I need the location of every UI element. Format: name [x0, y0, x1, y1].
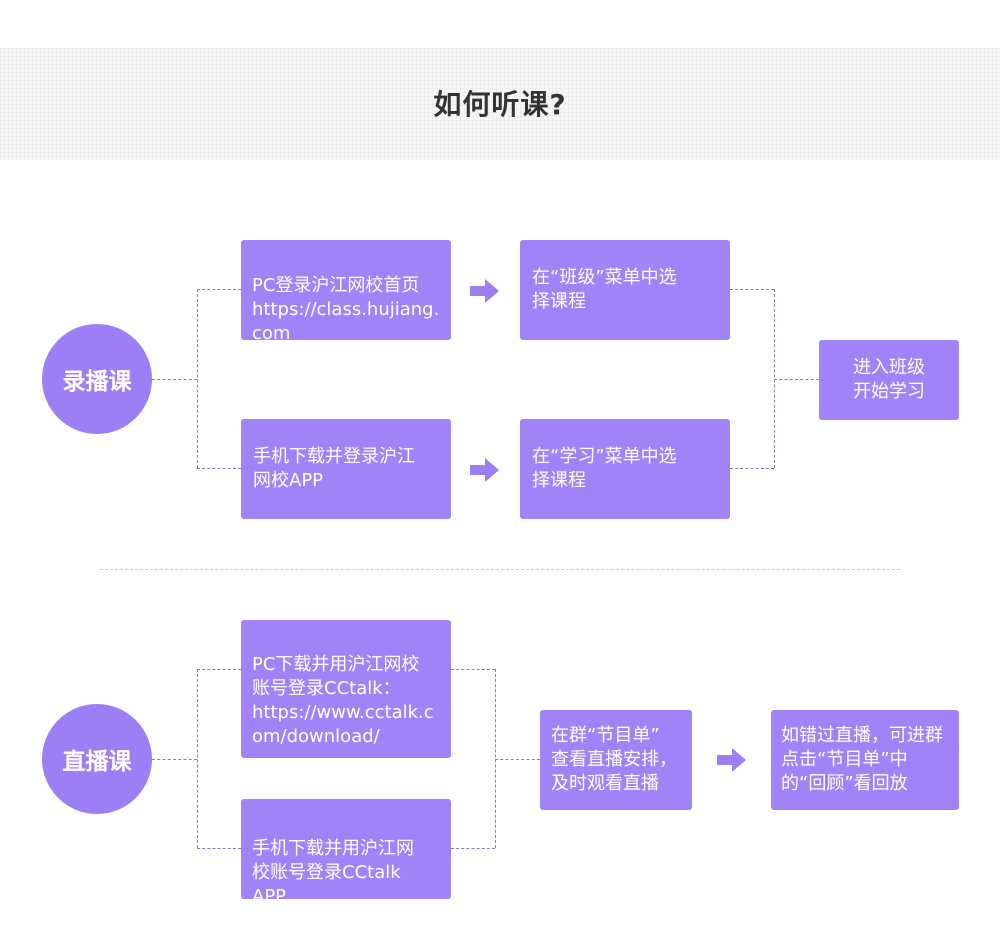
connector-line: [730, 289, 774, 290]
live-pc-download-text: PC下载并用沪江网校 账号登录CCtalk： https://www.cctal…: [252, 654, 434, 747]
page-title: 如何听课?: [433, 88, 567, 121]
live-replay-text: 如错过直播，可进群 点击“节目单”中 的“回顾”看回放: [781, 725, 943, 794]
recorded-mobile-select-text: 在“学习”菜单中选 择课程: [532, 446, 677, 491]
recorded-pc-login-text: PC登录沪江网校首页 https://class.hujiang.com: [252, 275, 440, 344]
connector-line: [774, 379, 819, 380]
connector-line: [495, 759, 540, 760]
recorded-pc-select-step: 在“班级”菜单中选 择课程: [520, 240, 730, 340]
recorded-mobile-login-step: 手机下载并登录沪江 网校APP: [241, 419, 451, 519]
connector-line: [495, 669, 496, 848]
live-schedule-text: 在群“节目单” 查看直播安排， 及时观看直播: [551, 725, 677, 794]
recorded-pc-select-text: 在“班级”菜单中选 择课程: [532, 267, 677, 312]
recorded-pc-login-step: PC登录沪江网校首页 https://class.hujiang.com: [241, 240, 451, 344]
live-mobile-download-text: 手机下载并用沪江网 校账号登录CCtalk APP: [252, 838, 414, 907]
connector-line: [197, 289, 198, 468]
section-divider: [100, 569, 900, 570]
right-arrow-icon: [717, 748, 746, 772]
connector-line: [197, 669, 241, 670]
connector-line: [774, 289, 775, 468]
recorded-result-step: 进入班级 开始学习: [819, 340, 959, 420]
recorded-course-label: 录播课: [62, 369, 132, 395]
recorded-mobile-select-step: 在“学习”菜单中选 择课程: [520, 419, 730, 519]
live-course-node: 直播课: [42, 704, 152, 814]
connector-line: [152, 759, 197, 760]
live-mobile-download-step: 手机下载并用沪江网 校账号登录CCtalk APP: [241, 799, 451, 907]
connector-line: [197, 468, 241, 469]
header-band: [0, 48, 1000, 160]
recorded-mobile-login-text: 手机下载并登录沪江 网校APP: [253, 446, 415, 491]
connector-line: [197, 848, 241, 849]
connector-line: [152, 379, 197, 380]
recorded-course-node: 录播课: [42, 324, 152, 434]
connector-line: [197, 669, 198, 848]
live-schedule-step: 在群“节目单” 查看直播安排， 及时观看直播: [540, 710, 692, 810]
live-pc-download-step: PC下载并用沪江网校 账号登录CCtalk： https://www.cctal…: [241, 620, 451, 758]
connector-line: [451, 669, 495, 670]
connector-line: [451, 848, 495, 849]
recorded-result-text: 进入班级 开始学习: [853, 357, 925, 402]
connector-line: [197, 289, 241, 290]
live-course-label: 直播课: [62, 749, 132, 775]
right-arrow-icon: [470, 279, 499, 303]
connector-line: [730, 468, 774, 469]
right-arrow-icon: [470, 458, 499, 482]
live-replay-step: 如错过直播，可进群 点击“节目单”中 的“回顾”看回放: [771, 710, 959, 810]
